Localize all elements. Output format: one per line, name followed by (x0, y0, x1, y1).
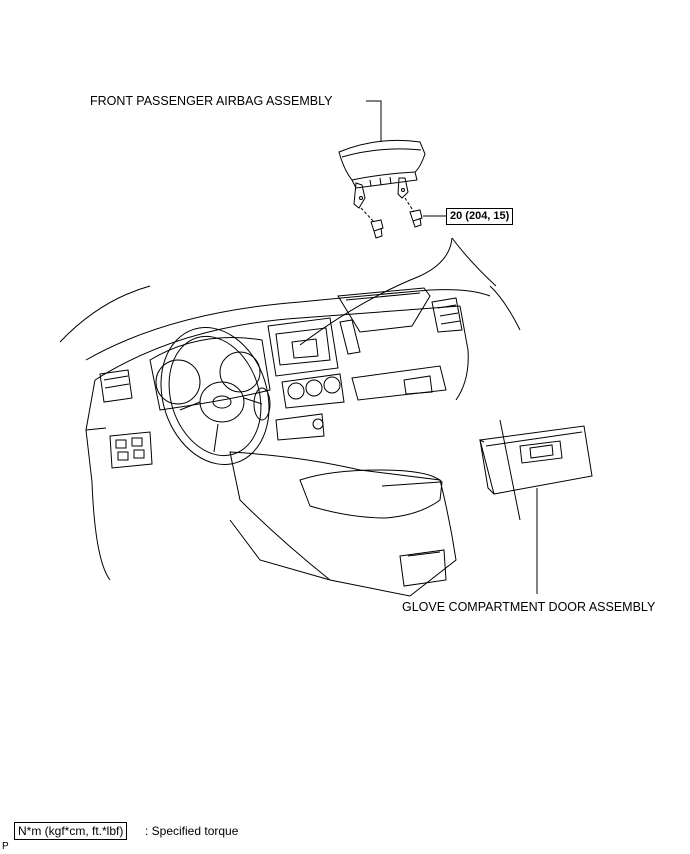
dashboard-outline (60, 238, 520, 596)
bolt-left (361, 208, 383, 238)
airbag-leader-line (366, 101, 381, 142)
glove-compartment-door (480, 426, 592, 594)
torque-spec-box: 20 (204, 15) (446, 208, 514, 225)
glove-compartment-label: GLOVE COMPARTMENT DOOR ASSEMBLY (402, 600, 656, 614)
bolt-right (405, 198, 446, 227)
torque-legend-description: : Specified torque (145, 824, 239, 838)
airbag-assembly-label: FRONT PASSENGER AIRBAG ASSEMBLY (90, 94, 333, 108)
airbag-assembly (339, 140, 425, 208)
torque-unit-legend-box: N*m (kgf*cm, ft.*lbf) (14, 822, 128, 840)
corner-code: P (2, 841, 9, 852)
